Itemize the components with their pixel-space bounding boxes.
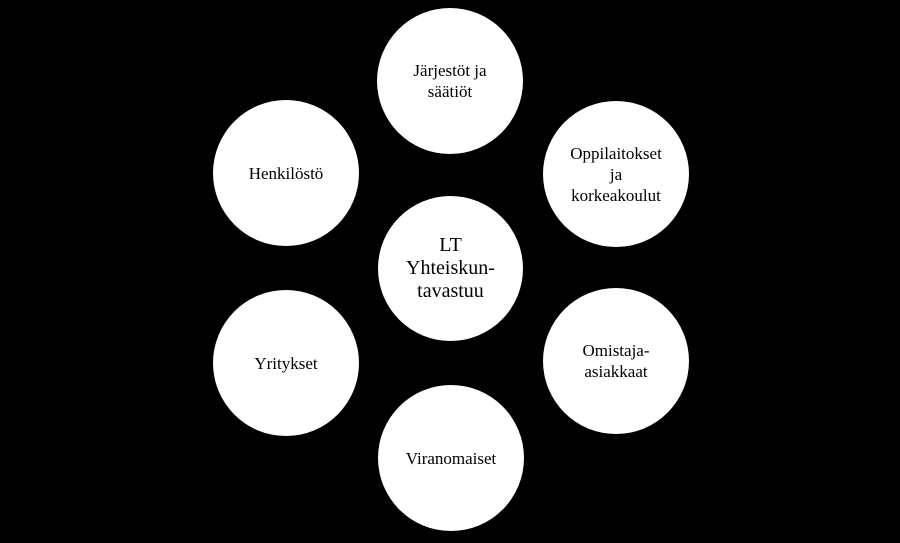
- stakeholder-label: Viranomaiset: [405, 448, 497, 468]
- stakeholder-circle-omistaja-asiakkaat: Omistaja- asiakkaat: [543, 288, 689, 434]
- center-circle: LT Yhteiskun- tavastuu: [378, 196, 523, 341]
- stakeholder-label: Järjestöt ja säätiöt: [413, 61, 487, 101]
- stakeholder-label: Henkilöstö: [248, 163, 324, 183]
- stakeholder-circle-oppilaitokset: Oppilaitokset ja korkeakoulut: [543, 101, 689, 247]
- stakeholder-circle-jarjestot: Järjestöt ja säätiöt: [377, 8, 523, 154]
- stakeholder-circle-viranomaiset: Viranomaiset: [378, 385, 524, 531]
- stakeholder-circle-yritykset: Yritykset: [213, 290, 359, 436]
- stakeholder-circle-henkilosto: Henkilöstö: [213, 100, 359, 246]
- stakeholder-label: Omistaja- asiakkaat: [582, 341, 650, 381]
- stakeholder-label: Yritykset: [254, 353, 318, 373]
- stakeholder-label: Oppilaitokset ja korkeakoulut: [570, 143, 662, 205]
- center-label: LT Yhteiskun- tavastuu: [406, 234, 495, 302]
